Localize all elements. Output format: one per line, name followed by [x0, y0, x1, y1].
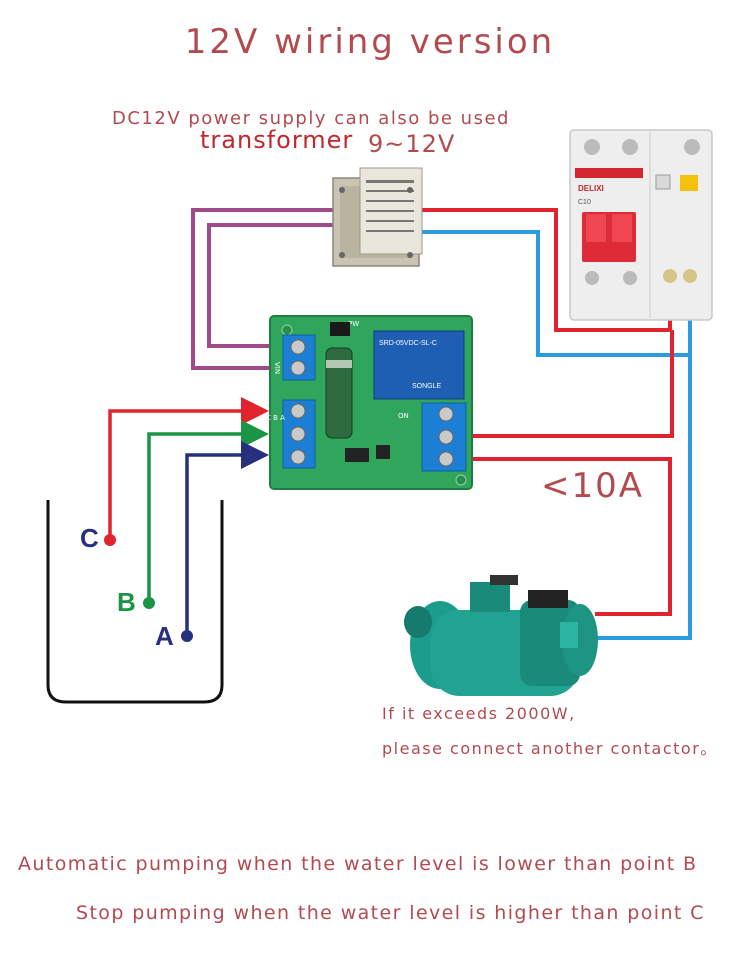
purple-wire-inner — [207, 223, 335, 348]
mains-wires — [415, 208, 692, 640]
breaker-rating: C10 — [578, 199, 591, 206]
probe-dot-b — [143, 597, 155, 609]
probe-label-c: C — [80, 523, 99, 553]
transformer-label: transformer — [200, 126, 354, 154]
breaker-brand: DELIXI — [578, 184, 604, 193]
board-on-label: ON — [398, 412, 409, 420]
probe-dot-a — [181, 630, 193, 642]
sensor-wire-b — [147, 420, 269, 603]
board-led-label: PW — [348, 320, 359, 328]
purple-wire-outer — [191, 208, 335, 370]
board-vin-label: VIN — [273, 362, 281, 374]
water-tank — [46, 500, 224, 704]
current-limit-label: <10A — [541, 466, 645, 506]
control-board: VIN C B A SRD-05VDC-SL-C SONGLE PW ON — [266, 315, 473, 490]
purple-wires — [191, 208, 335, 370]
probe-label-b: B — [117, 587, 136, 617]
water-pump — [404, 575, 598, 696]
circuit-breaker: DELIXI C10 — [569, 129, 713, 321]
red-wire-relay-pump — [455, 457, 672, 616]
warning-line-1: If it exceeds 2000W, — [382, 704, 576, 723]
sensor-wire-a — [185, 441, 269, 636]
blue-wire-breaker-pump — [595, 290, 692, 640]
relay-brand: SONGLE — [412, 383, 442, 390]
note-line-1: Automatic pumping when the water level i… — [18, 853, 698, 875]
sensor-wire-c — [108, 397, 269, 540]
warning-line-2: please connect another contactor。 — [382, 739, 718, 758]
sensor-wires — [108, 397, 269, 636]
probe-label-a: A — [155, 621, 174, 651]
supply-note: DC12V power supply can also be used — [112, 108, 510, 129]
page-title: 12V wiring version — [184, 22, 556, 62]
red-wire-relay-breaker — [455, 330, 674, 438]
transformer — [332, 167, 423, 267]
probe-dot-c — [104, 534, 116, 546]
relay-model: SRD-05VDC-SL-C — [379, 340, 437, 347]
transformer-range: 9~12V — [368, 130, 456, 158]
board-sensor-label: C B A — [266, 414, 285, 422]
note-line-2: Stop pumping when the water level is hig… — [76, 902, 705, 924]
